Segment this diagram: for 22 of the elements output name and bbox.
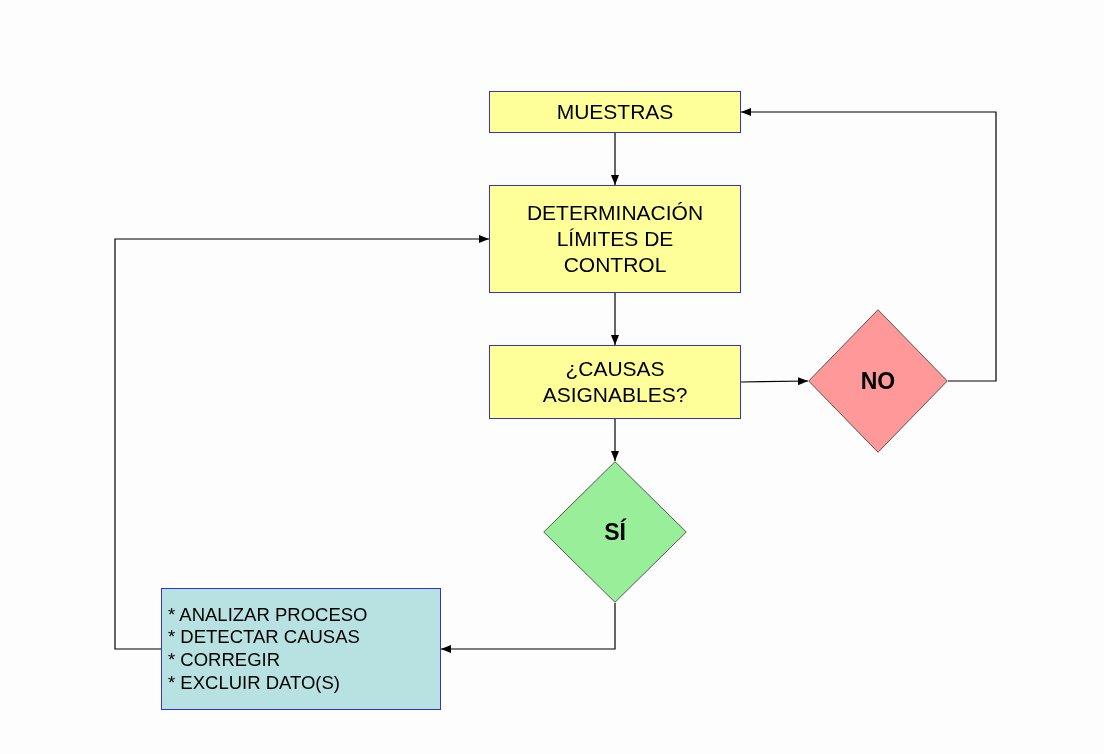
decision-diamond xyxy=(543,461,687,603)
action-item: * DETECTAR CAUSAS xyxy=(168,626,360,649)
decision-diamond xyxy=(808,309,948,453)
node-label: NO xyxy=(860,366,896,396)
arrow xyxy=(611,418,619,462)
arrow xyxy=(611,132,619,186)
action-item: * ANALIZAR PROCESO xyxy=(168,603,368,627)
action-box xyxy=(161,588,441,710)
node-label: ¿CAUSAS ASIGNABLES? xyxy=(541,355,689,408)
action-item: * CORREGIR xyxy=(168,649,281,672)
arrow xyxy=(114,235,490,650)
process-box xyxy=(489,91,741,133)
node-label: MUESTRAS xyxy=(556,98,674,125)
arrow xyxy=(740,108,997,382)
arrow xyxy=(611,292,619,346)
arrow xyxy=(740,377,809,386)
process-box xyxy=(489,185,741,293)
node-label: SÍ xyxy=(604,517,626,547)
arrow xyxy=(440,602,616,653)
node-label: DETERMINACIÓN LÍMITES DE CONTROL xyxy=(525,199,705,279)
process-box xyxy=(489,345,741,419)
action-item: * EXCLUIR DATO(S) xyxy=(168,671,340,695)
